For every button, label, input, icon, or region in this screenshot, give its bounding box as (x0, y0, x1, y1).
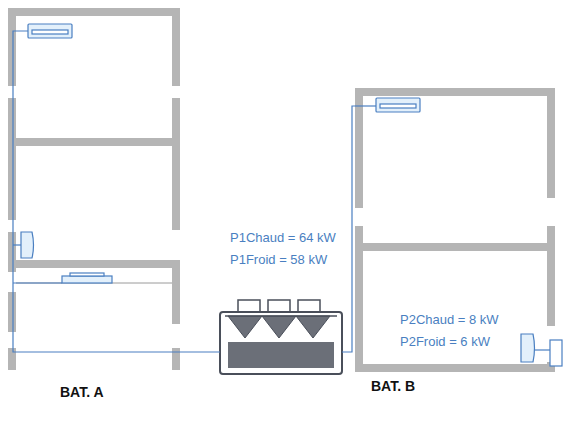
outdoor-unit: P1Chaud = 64 kWP1Froid = 58 kW (220, 300, 342, 374)
indoor-units-b (376, 98, 562, 366)
building-a-piping (13, 31, 180, 352)
outdoor-unit-drawing (220, 300, 342, 374)
building-a-walls (8, 8, 180, 370)
power-label: P2Froid = 6 kW (398, 334, 492, 349)
refrigerant-pipe (180, 351, 220, 352)
building-name: BAT. A (60, 384, 104, 400)
building: BAT. A (8, 8, 180, 370)
building-b-walls (355, 88, 555, 372)
refrigerant-pipe (342, 106, 355, 352)
power-label: P2Chaud = 8 kW (398, 312, 501, 327)
building: BAT. B (355, 88, 555, 372)
power-label: P1Froid = 58 kW (228, 252, 329, 267)
indoor-units-a (21, 24, 112, 283)
building-b-piping (355, 106, 550, 350)
building-name: BAT. B (371, 378, 415, 394)
power-label: P1Chaud = 64 kW (228, 230, 338, 245)
